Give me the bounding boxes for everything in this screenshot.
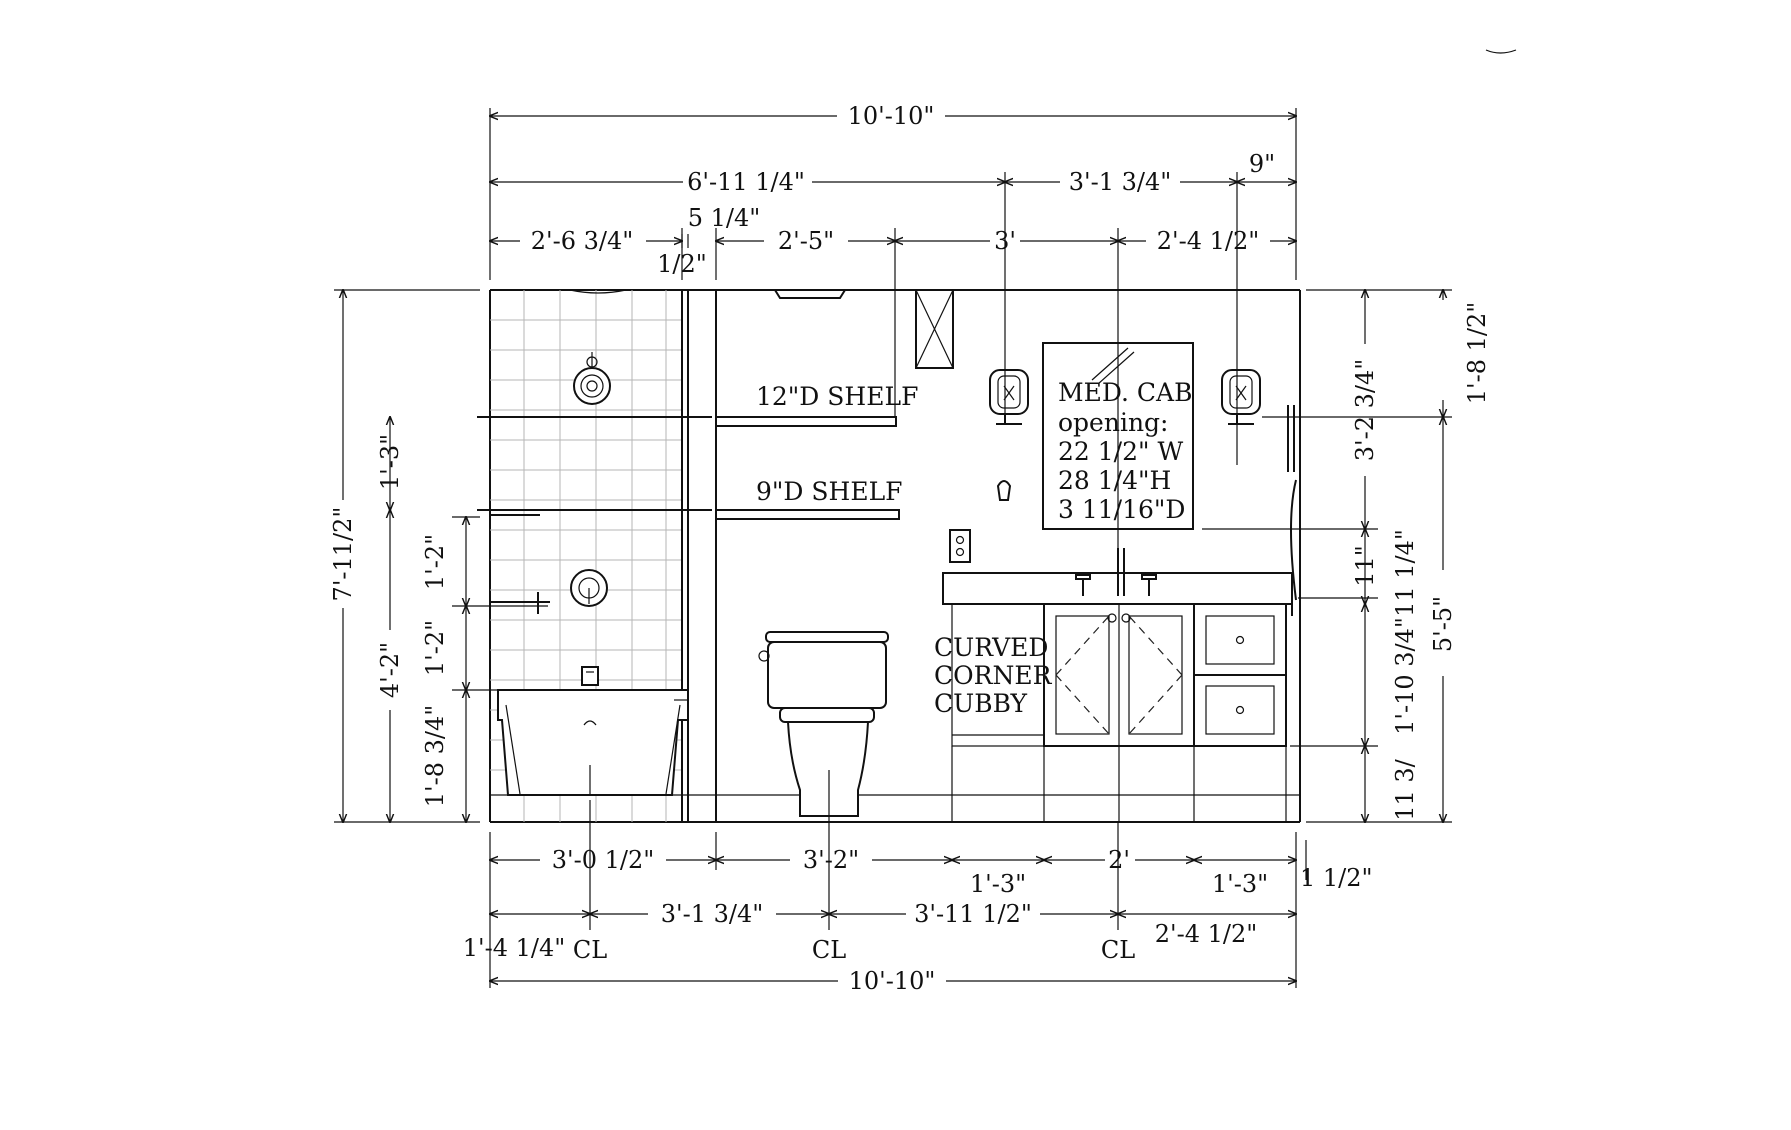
dim-2ft: 2' — [1108, 846, 1130, 874]
dim-9in: 9" — [1249, 150, 1275, 178]
dim-1-2-lower: 1'-2" — [421, 620, 449, 676]
faucet-icon — [1075, 548, 1157, 596]
dim-11-3: 11 3/ — [1391, 758, 1419, 820]
dim-1-8: 1'-8 3/4" — [421, 705, 449, 808]
vanity: CURVED CORNER CUBBY — [934, 548, 1293, 822]
toilet-icon — [758, 631, 889, 822]
stray-mark — [1485, 49, 1517, 54]
dim-2-6: 2'-6 3/4" — [531, 227, 634, 255]
ceiling-vent-icon — [773, 289, 847, 299]
shelf-12-label: 12"D SHELF — [756, 382, 918, 411]
shelf-9in: 9"D SHELF — [715, 477, 903, 520]
dim-5-1-4: 5 1/4" — [688, 204, 761, 232]
bathtub-icon — [497, 689, 689, 796]
dim-3-2-right: 3'-2 3/4" — [1351, 359, 1379, 462]
glass-panel — [681, 290, 717, 822]
toggle-switch-icon — [996, 480, 1012, 501]
medicine-cabinet: MED. CAB opening: 22 1/2" W 28 1/4"H 3 1… — [1042, 342, 1200, 530]
dim-3-0: 3'-0 1/2" — [552, 846, 655, 874]
dim-1-1-2: 1 1/2" — [1300, 864, 1373, 892]
drawer-bottom — [1205, 685, 1275, 735]
drawer-top — [1205, 615, 1275, 665]
med-cab-label: MED. CAB opening: 22 1/2" W 28 1/4"H 3 1… — [1058, 378, 1200, 524]
dim-4-2: 4'-2" — [376, 642, 404, 698]
door-knob-icon — [1107, 613, 1117, 623]
dim-5-5: 5'-5" — [1429, 596, 1457, 652]
dim-7-11: 7'-11/2" — [329, 507, 357, 602]
dim-1-3-cubby: 1'-3" — [970, 870, 1026, 898]
dim-6-11: 6'-11 1/4" — [687, 168, 805, 196]
dim-3-11: 3'-11 1/2" — [914, 900, 1032, 928]
shower-ceiling-arc — [569, 289, 627, 294]
door-knob-icon — [1121, 613, 1131, 623]
dim-11-1-4: 11 1/4" — [1391, 529, 1419, 617]
dim-1-2-upper: 1'-2" — [421, 534, 449, 590]
sconce-right-icon — [1221, 369, 1261, 425]
sconce-left-icon — [989, 369, 1029, 501]
vanity-door-left — [1055, 615, 1110, 735]
dim-overall-bottom: 10'-10" — [849, 967, 936, 995]
shower-head-icon — [573, 352, 611, 405]
dim-2-5: 2'-5" — [778, 227, 834, 255]
shower-valve-icon — [490, 569, 608, 614]
centerline-icon: CL — [573, 936, 607, 964]
towel-hook-icon — [1287, 405, 1297, 616]
dim-2-4-bottom: 2'-4 1/2" — [1155, 920, 1258, 948]
dim-11in: 11" — [1351, 545, 1379, 587]
dim-2-4-top: 2'-4 1/2" — [1157, 227, 1260, 255]
dim-1-8-right: 1'-8 1/2" — [1463, 302, 1491, 405]
dim-3-1-bottom: 3'-1 3/4" — [661, 900, 764, 928]
dim-3ft: 3' — [994, 227, 1016, 255]
shelf-9-label: 9"D SHELF — [756, 477, 903, 506]
bottom-dimensions: 3'-0 1/2" 3'-2" 2' 1'-3" 1'-3" 1 1/2" 3'… — [463, 800, 1373, 995]
cubby-label: CURVED CORNER CUBBY — [934, 633, 1059, 718]
tub-spout-icon — [581, 666, 599, 686]
centerline-icon: CL — [812, 936, 846, 964]
dim-1-3-drawers: 1'-3" — [1212, 870, 1268, 898]
outlet-icon — [949, 529, 971, 563]
dim-1-4: 1'-4 1/4" — [463, 934, 566, 962]
dim-half-inch: 1/2" — [657, 250, 707, 278]
vanity-door-right — [1128, 615, 1183, 735]
left-dimensions: 7'-11/2" 4'-2" 1'-3" 1'-2" 1'-2" 1'-8 3/… — [329, 290, 548, 822]
shelf-12in: 12"D SHELF — [715, 382, 918, 427]
dim-3-2: 3'-2" — [803, 846, 859, 874]
top-dimensions: 10'-10" 6'-11 1/4" 3'-1 3/4" 9" 5 1/4" 2… — [490, 102, 1296, 573]
centerline-icon: CL — [1101, 936, 1135, 964]
dim-1-3-left: 1'-3" — [376, 434, 404, 490]
right-dimensions: 1'-8 1/2" 3'-2 3/4" 5'-5" 11" 1'-10 3/4"… — [1202, 290, 1491, 822]
dim-overall-top: 10'-10" — [848, 102, 935, 130]
dim-3-1: 3'-1 3/4" — [1069, 168, 1172, 196]
access-panel-icon — [915, 289, 954, 369]
dim-1-10: 1'-10 3/4" — [1391, 617, 1419, 735]
